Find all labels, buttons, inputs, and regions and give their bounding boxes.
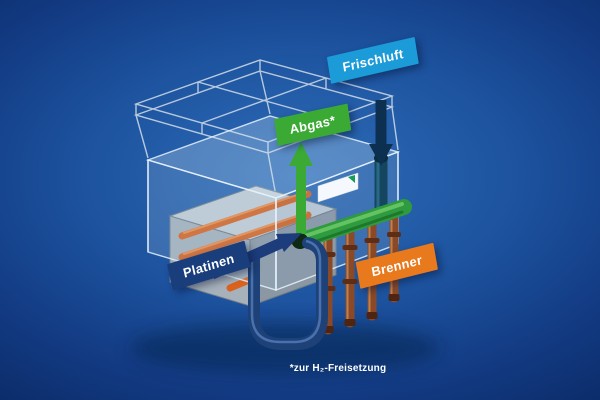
footnote: *zur H₂-Freisetzung [289,363,387,374]
abgas-arrow-icon [289,142,313,234]
logo-plate [317,172,359,203]
frischluft-arrow-icon [369,100,393,166]
recirculation-pipe [248,237,328,350]
